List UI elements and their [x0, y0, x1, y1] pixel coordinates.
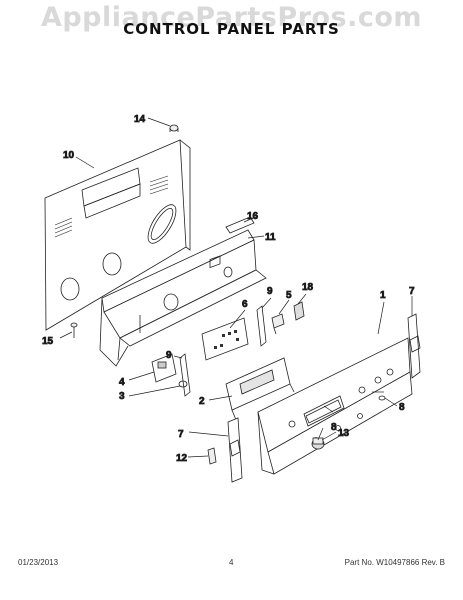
- bracket-9-upper-part: [256, 305, 267, 347]
- callout-13: 13: [338, 428, 350, 439]
- callout-8-lower: 8: [331, 422, 337, 433]
- switch-4-part: [151, 353, 177, 383]
- callout-7-right: 7: [409, 286, 415, 297]
- leader-lines: [59, 117, 413, 458]
- callout-labels: 14 10 16 11 15 18 5 9 6 9 4 3 2 1 7 8 7 …: [42, 114, 416, 465]
- washer-3-part: [178, 380, 188, 388]
- callout-15: 15: [42, 336, 54, 347]
- callout-14: 14: [134, 114, 146, 125]
- callout-2: 2: [199, 396, 205, 407]
- callout-3: 3: [119, 391, 125, 402]
- footer-part-number: Part No. W10497866 Rev. B: [344, 558, 445, 567]
- rear-panel-part: [44, 139, 191, 331]
- knob-13-part: [311, 437, 325, 450]
- end-cap-7-left-part: [227, 417, 243, 483]
- bracket-9-lower-part: [179, 353, 191, 397]
- callout-6: 6: [242, 299, 248, 310]
- connector-5-part: [271, 313, 285, 335]
- callout-18: 18: [302, 282, 314, 293]
- callout-12: 12: [176, 453, 188, 464]
- callout-1: 1: [380, 290, 386, 301]
- display-bracket-part: [225, 357, 295, 421]
- page-title: CONTROL PANEL PARTS: [123, 20, 340, 38]
- callout-5: 5: [286, 290, 292, 301]
- callout-4: 4: [119, 377, 125, 388]
- callout-9-upper: 9: [267, 286, 273, 297]
- footer-page-number: 4: [229, 558, 234, 567]
- screw-15-part: [70, 322, 78, 338]
- callout-8-right: 8: [399, 402, 405, 413]
- end-cap-7-right-part: [407, 313, 421, 379]
- front-control-panel-part: [257, 337, 413, 475]
- sensor-18-part: [293, 301, 305, 321]
- callout-7-left: 7: [178, 429, 184, 440]
- callout-11: 11: [265, 232, 276, 243]
- callout-9-lower: 9: [166, 350, 172, 361]
- callout-16: 16: [247, 211, 259, 222]
- clip-12-part: [207, 447, 217, 465]
- control-board-part: [201, 255, 249, 361]
- mounting-rail-part: [99, 229, 267, 367]
- footer-date: 01/23/2013: [18, 558, 59, 567]
- callout-10: 10: [63, 150, 75, 161]
- watermark: AppliancePartsPros.com: [40, 2, 423, 33]
- screw-14-part: [169, 124, 179, 132]
